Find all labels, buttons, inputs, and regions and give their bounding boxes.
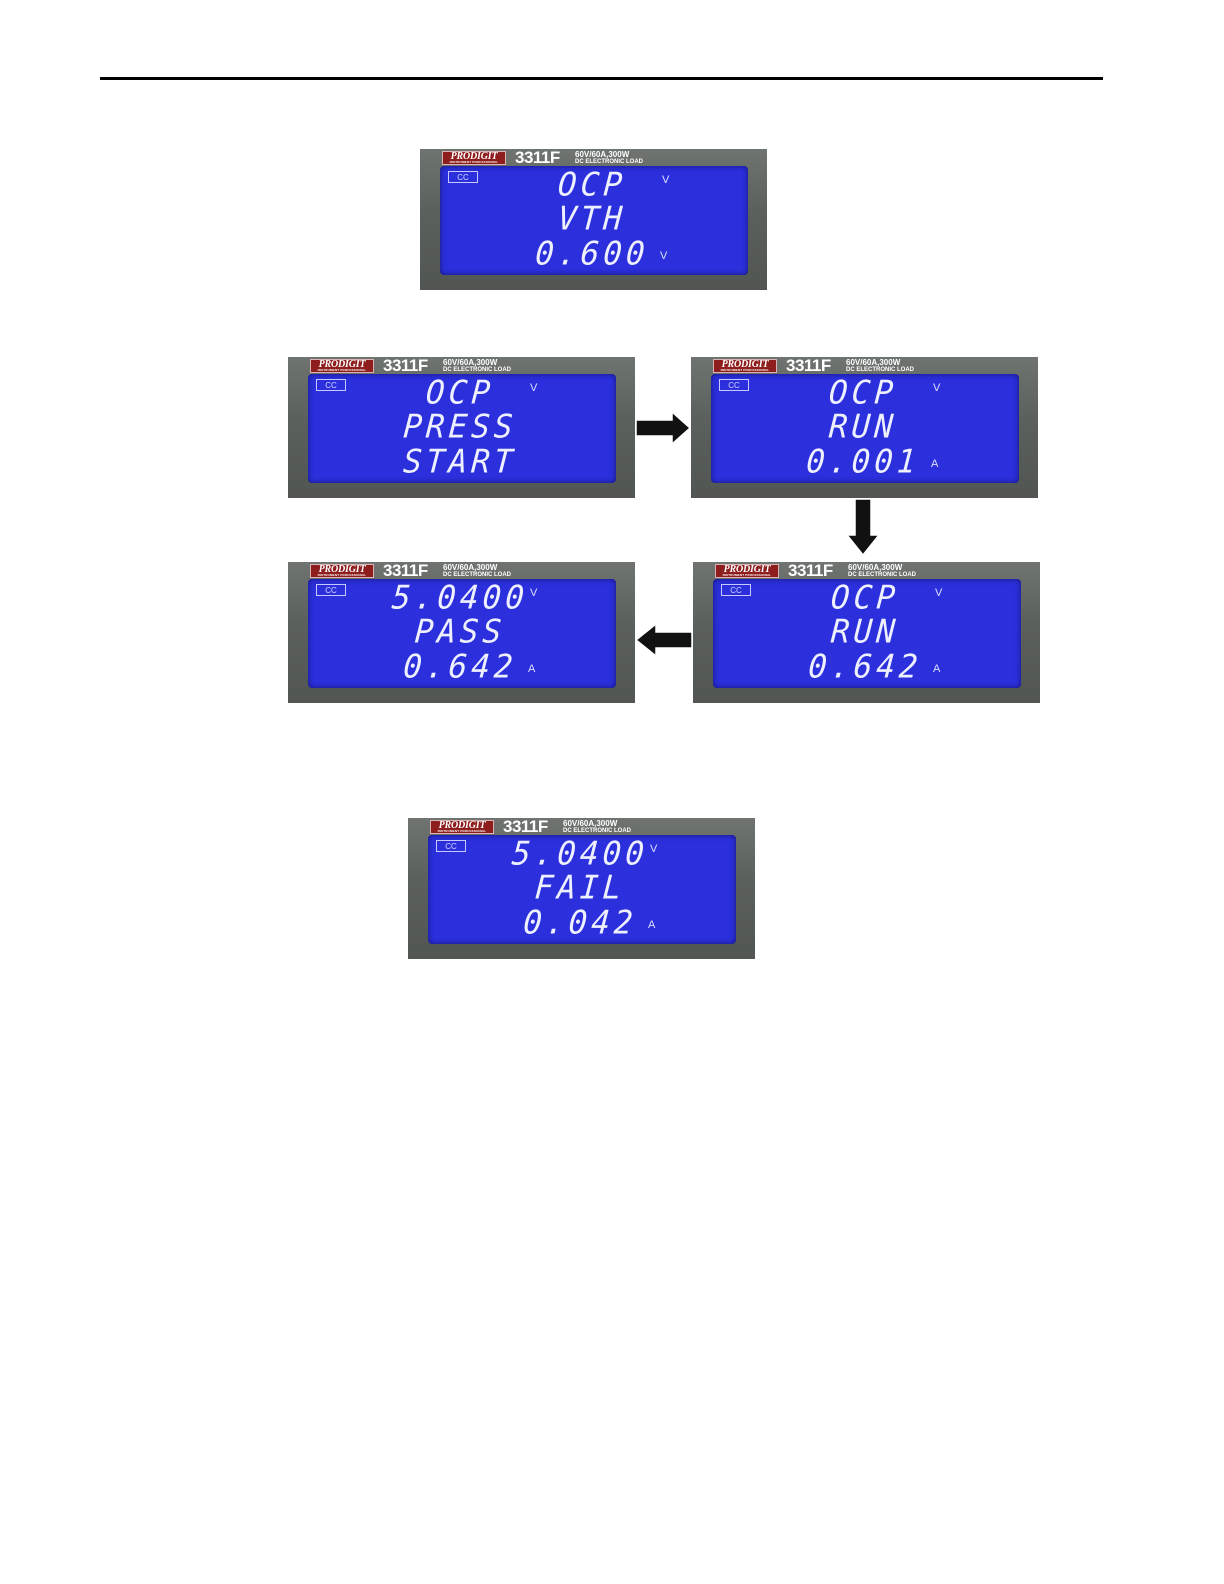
unit-1: V: [530, 587, 537, 599]
cc-mode-badge: CC: [436, 840, 466, 852]
right-arrow-icon: [634, 410, 692, 446]
display-line-2: RUN: [784, 614, 946, 650]
unit-1: V: [935, 587, 942, 599]
display-line-2: PRESS: [379, 409, 541, 445]
unit-3: A: [648, 919, 655, 931]
unit-1: V: [530, 382, 537, 394]
display-line-2: PASS: [379, 614, 541, 650]
lcd-screen: CC OCP VTH 0.600 V V: [440, 166, 748, 275]
cc-mode-badge: CC: [719, 379, 749, 391]
display-line-1: 5.0400: [499, 836, 661, 872]
display-line-2: VTH: [511, 201, 673, 237]
unit-3: V: [660, 250, 667, 262]
model-number: 3311F: [383, 357, 428, 375]
model-number: 3311F: [786, 357, 831, 375]
display-line-3: START: [379, 444, 541, 480]
cc-mode-badge: CC: [721, 584, 751, 596]
left-arrow-icon: [634, 622, 694, 658]
model-number: 3311F: [383, 562, 428, 580]
display-line-1: 5.0400: [379, 580, 541, 616]
cc-mode-badge: CC: [316, 584, 346, 596]
display-line-2: RUN: [782, 409, 944, 445]
header-rule: [100, 77, 1103, 80]
model-number: 3311F: [515, 149, 560, 167]
display-line-3: 0.600: [511, 236, 673, 272]
down-arrow-icon: [845, 497, 881, 557]
lcd-screen: CC OCP RUN 0.001 V A: [711, 374, 1019, 483]
display-line-3: 0.042: [499, 905, 661, 941]
display-line-3: 0.642: [784, 649, 946, 685]
lcd-screen: CC 5.0400 FAIL 0.042 V A: [428, 835, 736, 944]
unit-3: A: [933, 663, 940, 675]
display-line-1: OCP: [782, 375, 944, 411]
display-line-1: OCP: [784, 580, 946, 616]
unit-3: A: [528, 663, 535, 675]
display-line-1: OCP: [511, 167, 673, 203]
model-number: 3311F: [788, 562, 833, 580]
display-line-3: 0.642: [379, 649, 541, 685]
cc-mode-badge: CC: [448, 171, 478, 183]
unit-1: V: [933, 382, 940, 394]
lcd-screen: CC OCP PRESS START V: [308, 374, 616, 483]
display-line-3: 0.001: [782, 444, 944, 480]
unit-1: V: [662, 174, 669, 186]
lcd-screen: CC 5.0400 PASS 0.642 V A: [308, 579, 616, 688]
display-line-1: OCP: [379, 375, 541, 411]
cc-mode-badge: CC: [316, 379, 346, 391]
lcd-screen: CC OCP RUN 0.642 V A: [713, 579, 1021, 688]
unit-1: V: [650, 843, 657, 855]
unit-3: A: [931, 458, 938, 470]
display-line-2: FAIL: [499, 870, 661, 906]
model-number: 3311F: [503, 818, 548, 836]
